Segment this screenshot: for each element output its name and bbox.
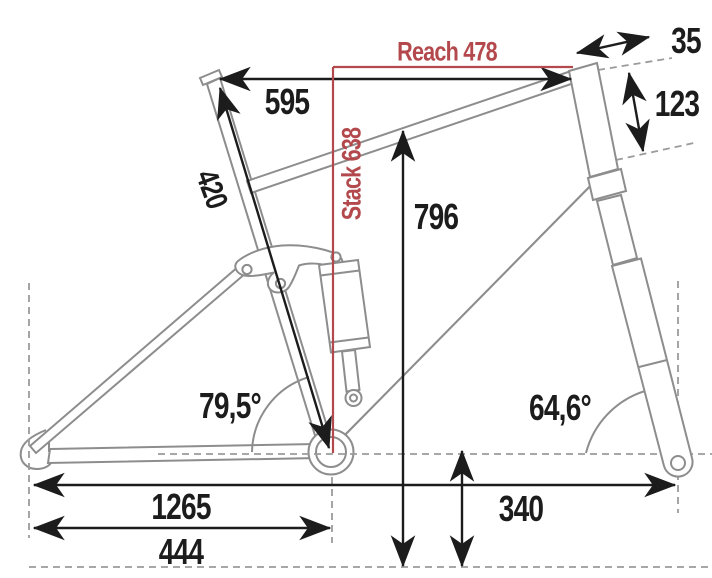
- fork: [567, 61, 694, 478]
- wheelbase-dimension-label: 1265: [151, 486, 211, 527]
- front-dropout-hole: [670, 455, 686, 471]
- shock-shaft: [340, 348, 361, 393]
- head-tube: [567, 61, 620, 179]
- seat-tube-dim-arrow: [217, 86, 332, 450]
- fork-stanchion: [595, 193, 639, 267]
- rocker-pivot-left: [241, 263, 253, 276]
- standover-dimension-label: 796: [413, 196, 459, 237]
- top-tube-dimension-label: 595: [264, 81, 310, 122]
- chainstay-dimension-label: 444: [158, 531, 204, 572]
- head-angle-arc: [585, 390, 646, 454]
- headtube-top-extension: [597, 57, 673, 71]
- head-tube-dim-arrow: [622, 71, 650, 153]
- head-offset-dimension-label: 35: [671, 20, 701, 61]
- seat-angle-label: 79,5°: [199, 385, 262, 426]
- fork-crown: [586, 167, 628, 202]
- bb-height-dimension-label: 340: [498, 488, 544, 529]
- shock-eyelet-hole: [349, 393, 358, 403]
- bottom-bracket-inner: [315, 436, 347, 468]
- head-angle-label: 64,6°: [529, 387, 592, 428]
- reach-dimension-label: Reach 478: [397, 36, 497, 67]
- dimension-arrows: [32, 31, 677, 568]
- reach-stack-lines: [331, 65, 573, 453]
- headtube-bottom-extension: [615, 142, 695, 161]
- fork-leg-seam: [638, 359, 668, 368]
- rear-dropout: [19, 429, 53, 471]
- head-offset-dim-arrow: [575, 31, 651, 59]
- head-tube-dimension-label: 123: [654, 83, 700, 124]
- shock-bottom-band: [329, 336, 369, 344]
- stack-dimension-label: Stack 638: [336, 127, 367, 221]
- rear-shock: [317, 258, 372, 407]
- fork-lower-leg: [610, 257, 694, 478]
